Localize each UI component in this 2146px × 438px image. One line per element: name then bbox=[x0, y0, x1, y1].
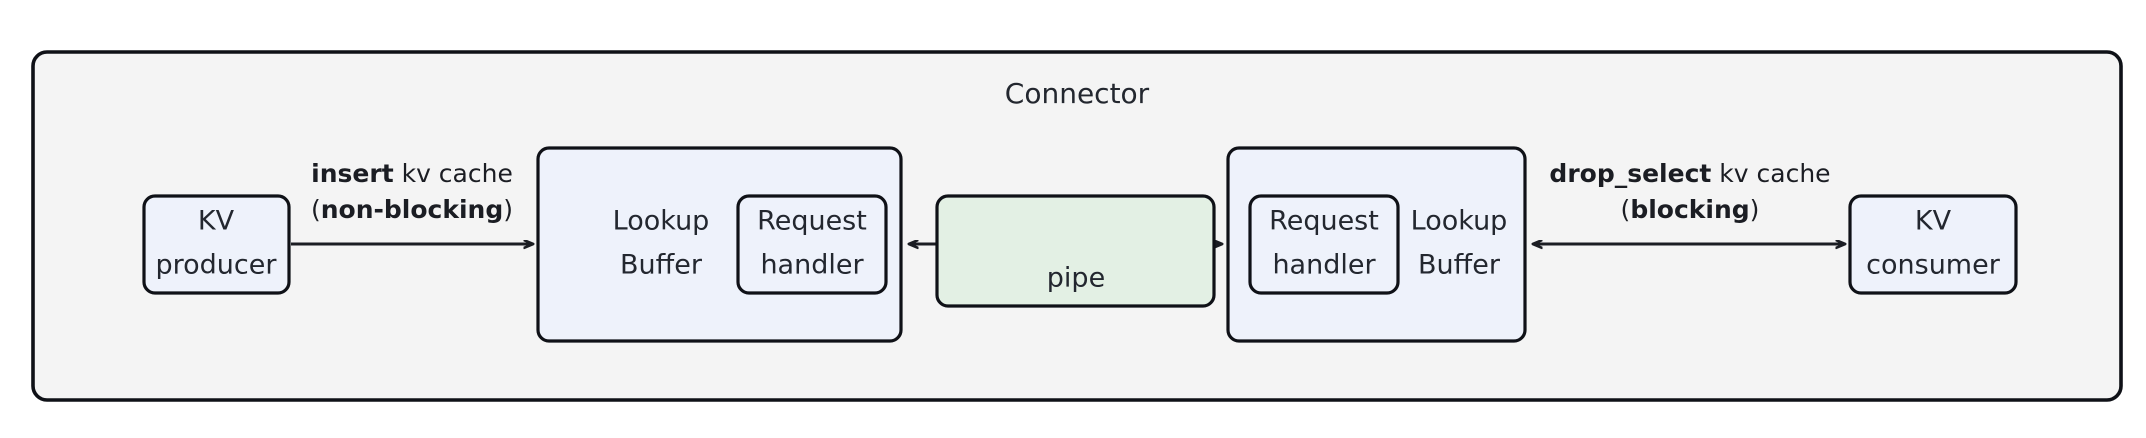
right-request-handler-label-line1: Request bbox=[1269, 206, 1379, 237]
left-request-handler-label-line2: handler bbox=[760, 250, 864, 281]
left-request-handler-label-line1: Request bbox=[757, 206, 867, 237]
left-lookup-buffer-label-line2: Buffer bbox=[620, 250, 703, 281]
edge-insert-paren-close: ) bbox=[503, 195, 513, 224]
edge-drop-mode: blocking bbox=[1630, 195, 1749, 224]
left-request-handler-box[interactable] bbox=[736, 194, 888, 295]
edge-drop-paren-open: ( bbox=[1621, 195, 1631, 224]
edge-insert-paren-open: ( bbox=[311, 195, 321, 224]
right-lookup-buffer-label-line1: Lookup bbox=[1411, 206, 1508, 237]
left-lookup-buffer-label-line1: Lookup bbox=[613, 206, 710, 237]
edge-insert-label-line2: (non-blocking) bbox=[311, 195, 513, 224]
kv-consumer-label-line1: KV bbox=[1915, 206, 1952, 237]
right-request-handler-box[interactable] bbox=[1248, 194, 1400, 295]
right-lookup-buffer-label-line2: Buffer bbox=[1418, 250, 1501, 281]
kv-consumer-box[interactable] bbox=[1848, 194, 2018, 295]
edge-drop-select-bold: drop_select bbox=[1549, 159, 1711, 188]
edge-drop-select-label-line2: (blocking) bbox=[1621, 195, 1760, 224]
kv-consumer-label-line2: consumer bbox=[1866, 250, 2001, 281]
pipe-label: pipe bbox=[1047, 263, 1105, 294]
kv-producer-label-line1: KV bbox=[198, 206, 235, 237]
kv-producer-box[interactable] bbox=[142, 194, 291, 295]
edge-drop-select-label-line1: drop_select kv cache bbox=[1549, 159, 1830, 188]
kv-producer-label-line2: producer bbox=[156, 250, 278, 281]
edge-insert-rest: kv cache bbox=[394, 159, 513, 188]
edge-drop-paren-close: ) bbox=[1750, 195, 1760, 224]
right-request-handler-label-line2: handler bbox=[1272, 250, 1376, 281]
connector-title: Connector bbox=[1005, 77, 1150, 110]
edge-insert-bold: insert bbox=[311, 159, 394, 188]
edge-insert-mode: non-blocking bbox=[321, 195, 504, 224]
pipe-box[interactable] bbox=[935, 194, 1216, 308]
edge-insert-label-line1: insert kv cache bbox=[311, 159, 513, 188]
edge-drop-select-rest: kv cache bbox=[1711, 159, 1830, 188]
